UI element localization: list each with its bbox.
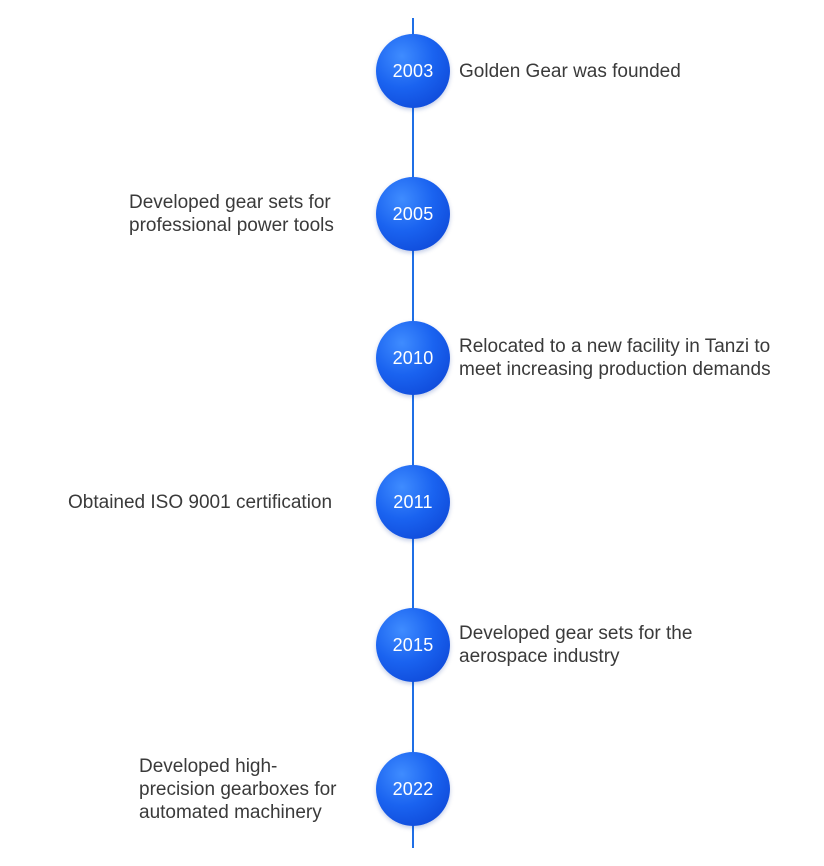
year-badge: 2003 xyxy=(376,34,450,108)
timeline-event-2005: Developed gear sets for professional pow… xyxy=(0,177,824,251)
description-line: meet increasing production demands xyxy=(459,359,771,380)
event-description: Developed gear sets for the aerospace in… xyxy=(459,608,819,682)
event-description: Developed gear sets for professional pow… xyxy=(129,177,369,251)
timeline-event-2003: 2003 Golden Gear was founded xyxy=(0,34,824,108)
timeline-event-2010: 2010 Relocated to a new facility in Tanz… xyxy=(0,321,824,395)
year-badge: 2005 xyxy=(376,177,450,251)
description-line: Obtained ISO 9001 certification xyxy=(68,491,333,513)
event-description: Developed high- precision gearboxes for … xyxy=(139,752,371,826)
description-line: precision gearboxes for xyxy=(139,778,337,800)
description-line: aerospace industry xyxy=(459,646,620,667)
description-line: automated machinery xyxy=(139,801,322,823)
description-line: Relocated to a new facility in Tanzi to xyxy=(459,336,771,357)
event-description: Golden Gear was founded xyxy=(459,34,819,108)
event-description: Obtained ISO 9001 certification xyxy=(68,465,373,539)
year-badge: 2022 xyxy=(376,752,450,826)
description-line: Developed high- xyxy=(139,755,278,777)
event-description: Relocated to a new facility in Tanzi to … xyxy=(459,321,819,395)
timeline-event-2015: 2015 Developed gear sets for the aerospa… xyxy=(0,608,824,682)
description-line: Developed gear sets for the xyxy=(459,623,693,644)
year-badge: 2015 xyxy=(376,608,450,682)
description-line: Developed gear sets for xyxy=(129,192,331,213)
timeline-axis-line xyxy=(412,18,414,848)
timeline-event-2011: Obtained ISO 9001 certification 2011 xyxy=(0,465,824,539)
timeline-event-2022: Developed high- precision gearboxes for … xyxy=(0,752,824,826)
description-line: professional power tools xyxy=(129,215,334,236)
year-badge: 2011 xyxy=(376,465,450,539)
year-badge: 2010 xyxy=(376,321,450,395)
description-line: Golden Gear was founded xyxy=(459,60,681,82)
